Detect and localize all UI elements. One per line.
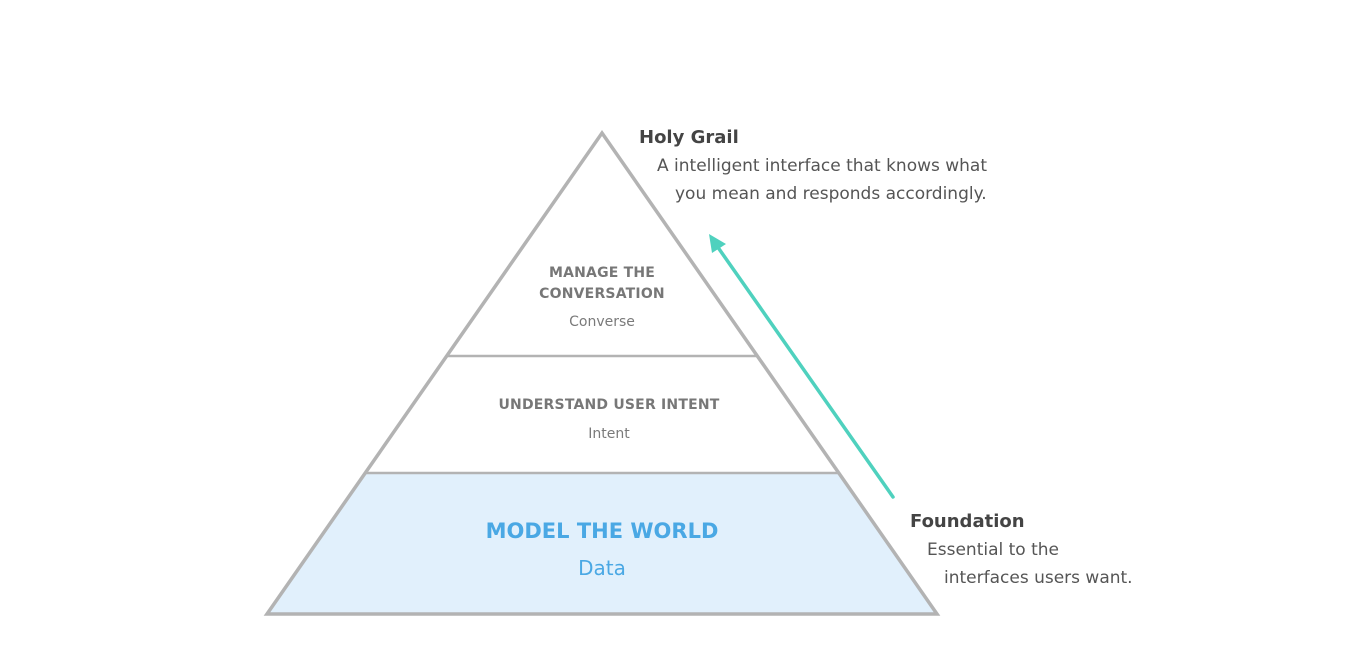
foundation-description-line2: interfaces users want. (944, 568, 1133, 588)
foundation-heading: Foundation (910, 511, 1025, 532)
holy-grail-heading: Holy Grail (639, 127, 739, 148)
middle-layer-title: UNDERSTAND USER INTENT (498, 397, 720, 413)
middle-layer-subtitle: Intent (588, 426, 630, 442)
top-layer-title-line2: CONVERSATION (539, 286, 665, 302)
holy-grail-description-line1: A intelligent interface that knows what (657, 156, 988, 176)
top-layer-subtitle: Converse (569, 314, 635, 330)
progress-arrow-head (709, 234, 726, 253)
foundation-description-line1: Essential to the (927, 540, 1059, 560)
base-layer-fill (267, 473, 937, 614)
pyramid-outline (263, 129, 941, 616)
progress-arrow-shaft (715, 244, 895, 499)
holy-grail-description-line2: you mean and responds accordingly. (675, 184, 987, 204)
base-layer-title: MODEL THE WORLD (485, 519, 719, 543)
top-layer-title-line1: MANAGE THE (548, 265, 656, 281)
base-layer-subtitle: Data (578, 556, 626, 580)
